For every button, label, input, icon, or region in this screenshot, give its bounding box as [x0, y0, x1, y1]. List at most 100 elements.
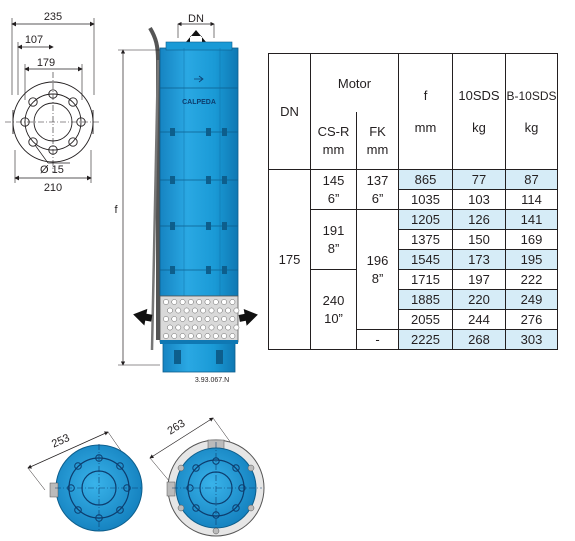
strainer-hole [233, 307, 240, 314]
csr-inch: 6” [327, 190, 340, 206]
f-cell: 1035 [398, 189, 453, 210]
header-fk-unit: mm [366, 141, 389, 157]
fk-mm: 137 [366, 172, 389, 188]
strainer-hole [179, 316, 186, 322]
pump-side-view: DN f [114, 13, 258, 384]
f-cell: 1205 [398, 209, 453, 230]
strainer-hole [192, 324, 198, 331]
f-cell: 2055 [398, 309, 453, 330]
bolt-holes [20, 89, 86, 155]
strainer-hole [216, 307, 223, 314]
table-row: 2055 244 276 [269, 309, 558, 330]
bsds10-cell: 222 [505, 269, 558, 290]
strainer-hole [229, 333, 236, 339]
header-f: f mm [398, 53, 453, 170]
header-csr-label: CS-R [317, 123, 350, 139]
dim-diameter-263: 263 [165, 418, 187, 438]
fk-dash: - [356, 329, 399, 350]
fk-inch: 6” [371, 190, 384, 206]
strainer-hole [212, 316, 219, 322]
table-row: 240 10” 1715 197 222 [269, 269, 558, 350]
strainer-hole [188, 299, 194, 305]
strainer-hole [229, 299, 236, 305]
dim-base-width: 210 [44, 182, 62, 194]
header-10sds-unit: kg [472, 119, 486, 135]
strainer-hole [171, 333, 178, 339]
csr-group: 240 10” [310, 269, 357, 350]
table-row: 175 145 6” 137 6” 865 77 87 [268, 169, 558, 350]
f-cell: 865 [398, 169, 453, 190]
strainer-hole [188, 316, 194, 322]
bsds10-cell: 114 [505, 189, 558, 210]
strainer-hole [163, 299, 169, 305]
dim-outer-diameter: 235 [44, 11, 62, 23]
dimensions-table: DN Motor f mm 10SDS kg B-10SDS kg CS-R m… [268, 53, 558, 350]
f-cell: 1715 [398, 269, 453, 290]
strainer-hole [167, 307, 173, 314]
strainer-hole [196, 299, 203, 305]
sds10-cell: 220 [452, 289, 506, 310]
strainer-hole [233, 324, 240, 331]
flange-top-view: 235 107 179 Ø 15 [5, 11, 100, 194]
fk-mm: 196 [366, 252, 389, 268]
sds10-cell: 173 [452, 249, 506, 270]
dn-outlet-label: DN [188, 13, 204, 25]
inlet-arrow-left-icon [133, 308, 153, 326]
sds10-cell: 77 [452, 169, 506, 190]
strainer-hole [200, 307, 207, 314]
fk-group: 196 8” [356, 209, 399, 330]
bsds10-cell: 276 [505, 309, 558, 330]
strainer-hole [179, 299, 186, 305]
strainer-hole [204, 316, 211, 322]
sds10-cell: 244 [452, 309, 506, 330]
strainer-hole [171, 316, 178, 322]
strainer-hole [216, 324, 223, 331]
sds10-cell: 268 [452, 329, 506, 350]
dn-value: 175 [268, 169, 311, 350]
header-dn: DN [268, 53, 311, 170]
strainer-hole [208, 324, 215, 331]
strainer-hole [167, 324, 173, 331]
csr-mm: 240 [322, 292, 345, 308]
strainer-hole [196, 316, 203, 322]
strainer-hole [163, 333, 169, 339]
csr-inch: 10” [324, 310, 343, 326]
strainer-hole [225, 307, 231, 314]
f-cell: 2225 [398, 329, 453, 350]
strainer-hole [188, 333, 194, 339]
f-cell: 1375 [398, 229, 453, 250]
inlet-arrow-right-icon [238, 308, 258, 326]
header-fk-label: FK [369, 123, 386, 139]
strainer-hole [221, 333, 227, 339]
bsds10-cell: 195 [505, 249, 558, 270]
sds10-cell: 150 [452, 229, 506, 250]
bsds10-cell: 87 [505, 169, 558, 190]
strainer-hole [179, 333, 186, 339]
strainer-hole [221, 299, 227, 305]
bottom-view-263: 263 [149, 418, 265, 537]
csr-mm: 191 [322, 222, 345, 238]
strainer-hole [208, 307, 215, 314]
header-csr-unit: mm [322, 141, 345, 157]
strainer-hole [196, 333, 203, 339]
csr-group: 191 8” [310, 209, 357, 270]
bottom-view-253: 253 [27, 431, 143, 532]
strainer-hole [225, 324, 231, 331]
strainer-hole [171, 299, 178, 305]
strainer-hole [212, 333, 219, 339]
strainer-hole [183, 324, 190, 331]
strainer-hole [175, 307, 182, 314]
header-b10sds: B-10SDS kg [505, 53, 558, 170]
strainer-hole [221, 316, 227, 322]
dim-hole-size: Ø 15 [40, 164, 64, 176]
outlet-arrow-icon [186, 30, 206, 42]
table-row: 1035 103 114 [269, 189, 558, 210]
dim-diameter-253: 253 [50, 432, 72, 450]
sds10-cell: 103 [452, 189, 506, 210]
f-cell: 1545 [398, 249, 453, 270]
strainer-hole [204, 333, 211, 339]
header-f-unit: mm [414, 119, 437, 135]
length-f-label: f [114, 204, 118, 216]
strainer-hole [229, 316, 236, 322]
